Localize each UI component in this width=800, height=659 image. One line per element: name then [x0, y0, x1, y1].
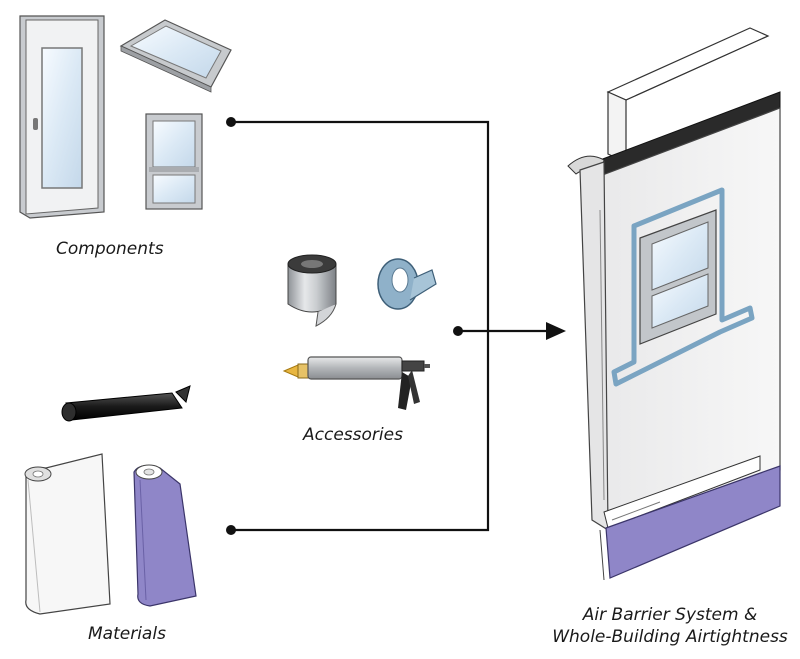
connector-lines — [231, 120, 552, 532]
components-connector-dot — [226, 117, 236, 127]
system-label-line1: Air Barrier System & — [582, 605, 758, 625]
door-icon — [19, 15, 105, 219]
skylight-icon — [119, 19, 232, 93]
black-membrane-roll-icon — [61, 385, 191, 422]
accessories-connector-dot — [453, 326, 463, 336]
system-label-line2: Whole-Building Airtightness — [552, 627, 788, 647]
building-wall-section-icon — [567, 27, 781, 581]
caulk-gun-icon — [282, 356, 430, 410]
arrow-head-icon — [546, 322, 566, 340]
system-label: Air Barrier System & Whole-Building Airt… — [545, 604, 795, 648]
white-membrane-roll-icon — [24, 453, 111, 615]
accessories-label: Accessories — [303, 425, 403, 445]
components-connector — [231, 120, 490, 532]
window-icon — [145, 113, 203, 210]
blue-tape-roll-icon — [377, 258, 437, 310]
materials-connector-dot — [226, 525, 236, 535]
materials-label: Materials — [88, 624, 166, 644]
components-label: Components — [56, 239, 164, 259]
foil-tape-roll-icon — [287, 254, 337, 327]
purple-membrane-roll-icon — [133, 464, 197, 607]
